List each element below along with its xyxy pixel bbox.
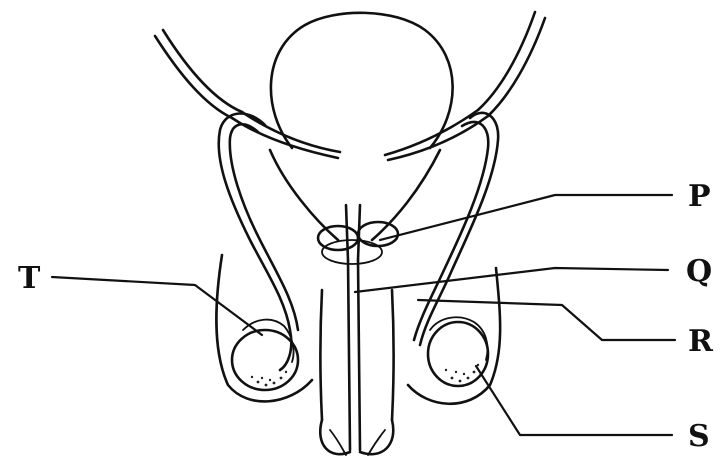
leader-line-q	[355, 268, 668, 292]
bladder-neck-left	[346, 205, 348, 260]
right-epididymis	[430, 317, 488, 360]
leader-line-t	[52, 277, 262, 335]
urethra-right	[358, 260, 360, 450]
label-s: S	[688, 419, 710, 454]
bladder-neck-right	[358, 205, 360, 260]
label-q: Q	[686, 254, 712, 289]
right-vas-deferens-inner	[414, 122, 488, 340]
bladder	[271, 13, 453, 148]
penis-right-side	[392, 290, 394, 420]
leader-line-s	[476, 366, 672, 435]
leader-line-p	[380, 195, 672, 240]
left-ureter-inner	[163, 30, 242, 112]
label-r: R	[688, 324, 714, 359]
left-vas-deferens-inner	[230, 124, 298, 330]
right-testis	[428, 322, 488, 386]
penis-left-side	[321, 290, 323, 420]
leader-line-r	[418, 300, 675, 340]
urethra-left	[348, 260, 350, 450]
glans-detail	[330, 430, 385, 455]
right-ureter-inner	[488, 18, 545, 116]
left-testis-shading	[251, 371, 287, 387]
prostate-gland	[322, 240, 382, 264]
glans-penis	[320, 420, 393, 454]
left-ureter	[155, 36, 232, 118]
label-t: T	[18, 261, 41, 296]
label-p: P	[688, 179, 711, 214]
